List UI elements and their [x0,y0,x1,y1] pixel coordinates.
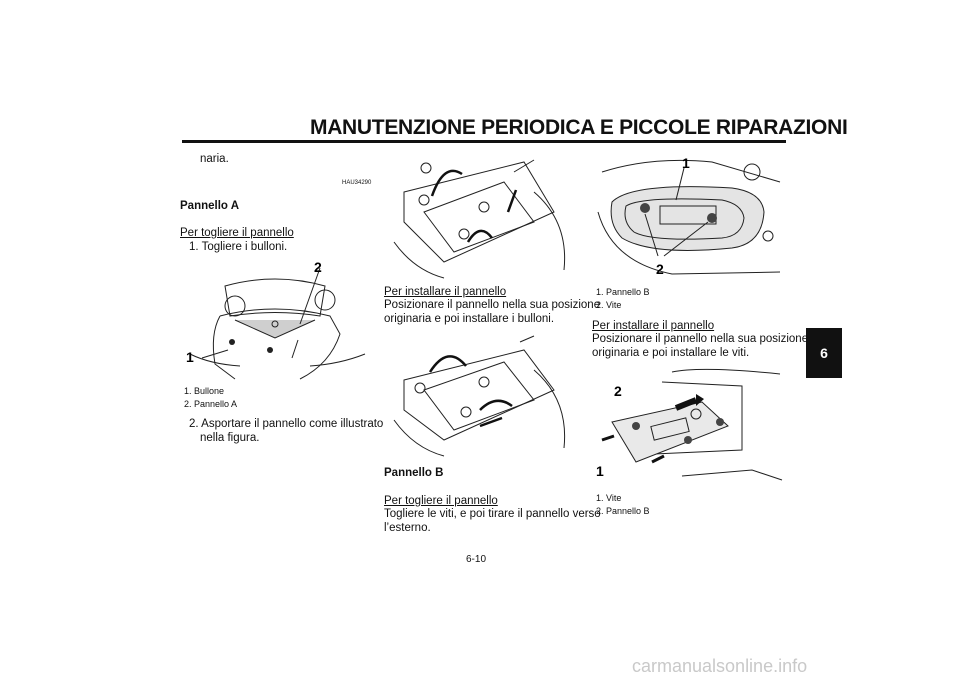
arrow-1 [428,355,467,373]
figure-label-1: 1 [596,463,604,479]
remove-text-line-1: Togliere le viti, e poi tirare il pannel… [384,508,601,520]
panel-b-shape [610,186,765,251]
figure-label-1: 1 [682,155,690,171]
watermark: carmanualsonline.info [632,656,808,676]
screw-loose-icon [601,434,615,442]
step-2-line-2: nella figura. [200,432,260,444]
arrow-3 [506,189,518,213]
section-heading-panel-a: Pannello A [180,200,239,212]
legend-item: 2. Pannello A [184,399,238,409]
figure-label-2: 2 [614,383,622,399]
insert-arrowhead-icon [696,394,704,406]
panel-b-shape [611,401,729,463]
install-text-line-2: originaria e poi installare i bulloni. [384,313,555,325]
chapter-tab: 6 [806,328,842,378]
figure-install-panel-b: 2 1 [596,368,783,481]
page-title: MANUTENZIONE PERIODICA E PICCOLE RIPARAZ… [310,116,848,139]
figure-remove-panel-a [393,159,566,279]
step-1: 1. Togliere i bulloni. [189,241,288,253]
remove-panel-heading: Per togliere il pannello [180,227,294,239]
screw-icon [716,418,724,426]
figure-label-2: 2 [314,259,322,275]
remove-panel-b-heading: Per togliere il pannello [384,495,498,507]
legend-item: 1. Vite [596,493,622,503]
install-b-text-line-1: Posizionare il pannello nella sua posizi… [592,333,809,345]
arrow-3 [479,416,503,428]
header-rule [182,140,786,143]
bolt-left-icon [229,339,235,345]
panel-a-shape [234,319,316,339]
legend-item: 1. Pannello B [596,287,650,297]
insert-arrow-icon [674,397,698,411]
figure-install-panel-a [393,335,566,457]
continuation-text: naria. [200,153,229,165]
figure-label-1: 1 [186,349,194,365]
legend-item: 2. Pannello B [596,506,650,516]
legend-item: 2. Vite [596,300,622,310]
arrow-1 [430,169,463,197]
bolt-right-icon [267,347,273,353]
screw-right-icon [707,213,717,223]
legend-item: 1. Bullone [184,386,225,396]
step-2-line-1: 2. Asportare il pannello come illustrato [189,418,384,430]
windscreen-outline [224,278,326,317]
figure-panel-b: 1 2 [597,155,781,277]
document-code: HAU34290 [342,180,372,186]
arrow-2 [479,399,513,411]
screw-loose-icon [651,454,665,464]
section-heading-panel-b: Pannello B [384,467,444,479]
install-panel-heading: Per installare il pannello [384,286,507,298]
install-panel-b-heading: Per installare il pannello [592,320,715,332]
figure-panel-a: 2 1 [186,259,366,380]
remove-text-line-2: l’esterno. [384,522,431,534]
arrow-2 [466,229,493,243]
screw-icon [684,436,692,444]
page-number: 6-10 [466,554,487,565]
screw-left-icon [640,203,650,213]
install-text-line-1: Posizionare il pannello nella sua posizi… [384,299,601,311]
install-b-text-line-2: originaria e poi installare le viti. [592,347,750,359]
screw-icon [632,422,640,430]
figure-label-2: 2 [656,261,664,277]
